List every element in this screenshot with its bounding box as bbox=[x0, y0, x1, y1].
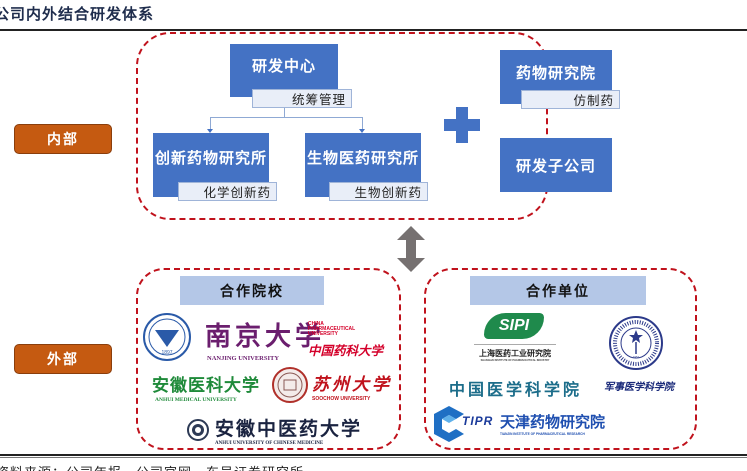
zhejiang-university-logo: 1897 bbox=[143, 313, 191, 361]
partner-institutions-header: 合作单位 bbox=[470, 276, 646, 305]
anhui-tcm-logo: 安徽中医药大学 ANHUI UNIVERSITY OF CHINESE MEDI… bbox=[215, 414, 362, 446]
soochow-university-seal bbox=[272, 367, 308, 403]
military-medical-academy-seal: 1951 bbox=[609, 316, 663, 370]
anhui-medical-cn: 安徽医科大学 bbox=[152, 376, 260, 396]
nanjing-university-en: NANJING UNIVERSITY bbox=[207, 355, 280, 362]
military-seal-icon: 1951 bbox=[613, 320, 659, 366]
cams-cn: 中国医学科学院 bbox=[449, 380, 583, 399]
military-medical-academy-logo: 军事医学科学院 bbox=[604, 378, 674, 393]
partner-schools-group bbox=[136, 268, 401, 450]
nanjing-university-cn: 南京大学 bbox=[205, 322, 326, 352]
rd-center-box: 研发中心 bbox=[230, 44, 338, 97]
arrow-down-icon bbox=[359, 129, 365, 133]
arrow-down-icon bbox=[207, 129, 213, 133]
partner-institutions-group bbox=[424, 268, 697, 450]
internal-rd-group bbox=[136, 32, 548, 220]
tipr-en: TIANJIN INSTITUTE OF PHARMACEUTICAL RESE… bbox=[500, 432, 585, 436]
anhui-tcm-en: ANHUI UNIVERSITY OF CHINESE MEDICINE bbox=[215, 441, 324, 446]
anhui-medical-en: ANHUI MEDICAL UNIVERSITY bbox=[155, 397, 237, 403]
anhui-medical-university-logo: 安徽医科大学 ANHUI MEDICAL UNIVERSITY bbox=[152, 371, 260, 403]
zhejiang-seal-icon: 1897 bbox=[148, 318, 186, 356]
internal-label: 内部 bbox=[14, 124, 112, 154]
top-rule bbox=[0, 29, 747, 31]
bottom-rule-thin bbox=[0, 457, 747, 458]
tipr-badge-text: TIPR bbox=[462, 414, 494, 428]
tipr-logo: 天津药物研究院 TIANJIN INSTITUTE OF PHARMACEUTI… bbox=[500, 411, 605, 436]
partner-schools-header: 合作院校 bbox=[180, 276, 324, 305]
external-label: 外部 bbox=[14, 344, 112, 374]
rd-subsidiary-box: 研发子公司 bbox=[500, 138, 612, 192]
chinese-academy-medical-sciences-logo: 中国医学科学院 bbox=[449, 376, 582, 400]
connector-line bbox=[362, 117, 363, 130]
sipi-en: SHANGHAI INSTITUTE OF PHARMACEUTICAL IND… bbox=[480, 359, 550, 362]
sipi-badge: SIPI bbox=[484, 313, 544, 339]
up-down-arrow-icon bbox=[397, 226, 425, 272]
svg-text:1897: 1897 bbox=[161, 350, 172, 356]
plus-icon bbox=[444, 107, 480, 143]
anhui-tcm-cn: 安徽中医药大学 bbox=[215, 418, 363, 440]
cpu-en: CHINA PHARMACEUTICAL UNIVERSITY bbox=[308, 321, 356, 337]
biomedicine-role-tag: 生物创新药 bbox=[329, 182, 428, 201]
cpu-cn: 中国药科大学 bbox=[308, 343, 384, 358]
soochow-university-logo: 苏州大学 SOOCHOW UNIVERSITY bbox=[312, 370, 392, 402]
innovative-drug-role-tag: 化学创新药 bbox=[178, 182, 277, 201]
bottom-rule bbox=[0, 454, 747, 456]
soochow-cn: 苏州大学 bbox=[312, 375, 392, 395]
sipi-cn: 上海医药工业研究院 bbox=[479, 349, 551, 358]
rd-center-role-tag: 统筹管理 bbox=[252, 89, 352, 108]
soochow-seal-icon bbox=[277, 372, 303, 398]
connector-line bbox=[210, 117, 211, 130]
nanjing-university-logo: 南京大学 NANJING UNIVERSITY bbox=[205, 316, 325, 362]
anhui-tcm-seal bbox=[187, 419, 209, 441]
tipr-badge: TIPR bbox=[462, 414, 493, 428]
svg-text:1951: 1951 bbox=[633, 355, 640, 359]
drug-research-role-tag: 仿制药 bbox=[521, 90, 620, 109]
sipi-logo: 上海医药工业研究院 SHANGHAI INSTITUTE OF PHARMACE… bbox=[474, 348, 556, 362]
soochow-en: SOOCHOW UNIVERSITY bbox=[312, 396, 371, 402]
military-medical-cn: 军事医学科学院 bbox=[604, 382, 674, 393]
connector-line bbox=[284, 108, 285, 117]
china-pharmaceutical-university-logo: CHINA PHARMACEUTICAL UNIVERSITY 中国药科大学 bbox=[308, 322, 398, 359]
figure-title: 公司内外结合研发体系 bbox=[0, 5, 155, 23]
connector-line bbox=[210, 117, 362, 118]
anhui-tcm-seal-icon bbox=[192, 424, 204, 436]
source-caption: 资料来源：公司年报，公司官网，东吴证券研究所 bbox=[0, 462, 304, 471]
sipi-badge-text: SIPI bbox=[498, 317, 530, 334]
tipr-logo-icon bbox=[434, 406, 464, 442]
tipr-cn: 天津药物研究院 bbox=[500, 413, 606, 431]
sipi-rule bbox=[474, 344, 556, 345]
